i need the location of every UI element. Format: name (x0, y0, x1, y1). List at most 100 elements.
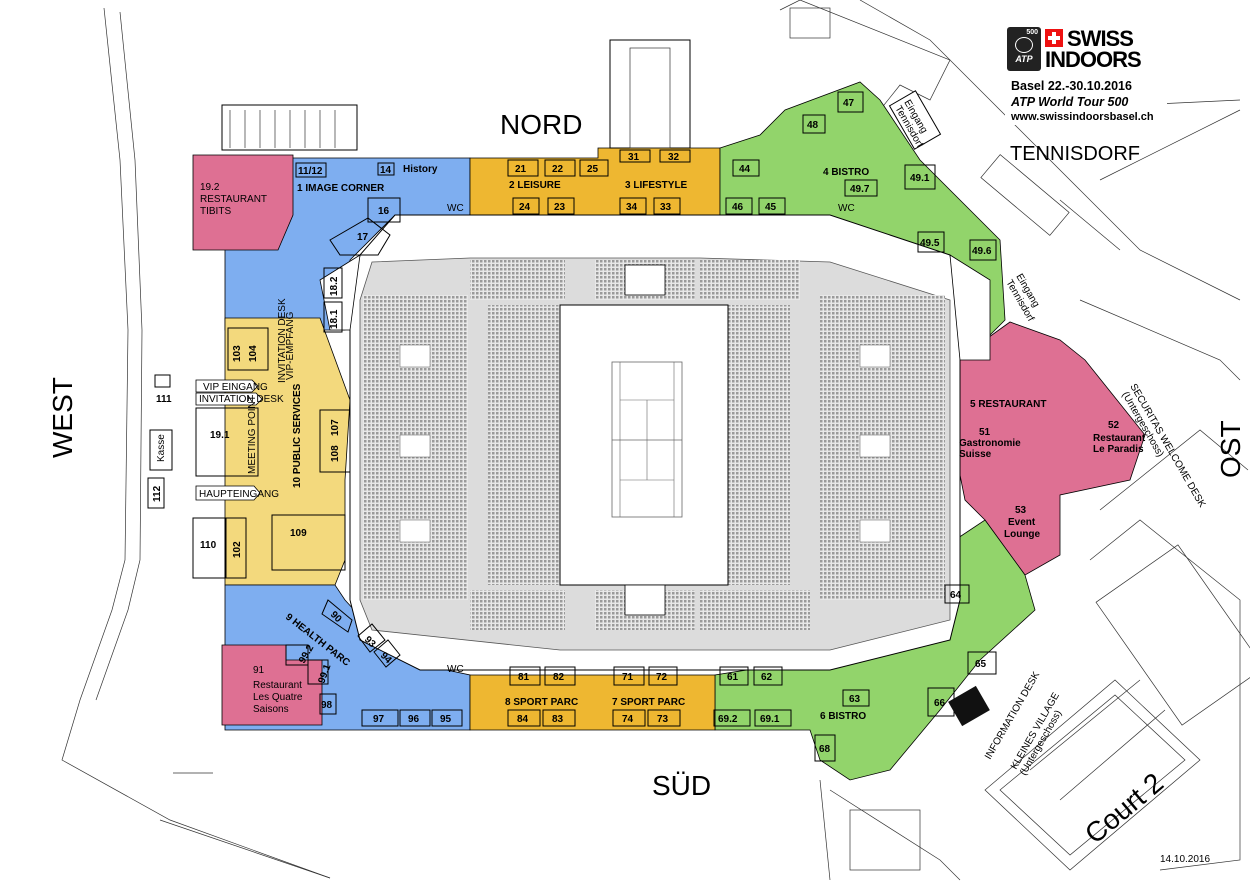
unit-23-label: 23 (554, 202, 566, 213)
unit-109[interactable] (271, 514, 346, 571)
zone-label-sport-parc-7: 7 SPORT PARC (612, 697, 685, 708)
unit-49-6[interactable] (969, 239, 997, 261)
unit-25-label: 25 (587, 164, 599, 175)
unit-108-label: 108 (330, 445, 341, 462)
unit-74[interactable] (612, 709, 646, 727)
label-vip-empfang: VIP-EMPFANG (285, 311, 296, 380)
unit-83[interactable] (542, 709, 576, 727)
unit-49-5[interactable] (917, 231, 945, 253)
direction-west: WEST (47, 377, 78, 458)
unit-99-1[interactable] (307, 659, 329, 685)
unit-48[interactable] (802, 114, 826, 134)
unit-110[interactable] (192, 517, 226, 579)
unit-71[interactable] (613, 666, 645, 686)
unit-33[interactable] (653, 197, 681, 215)
event-dates: Basel 22.-30.10.2016 (1011, 79, 1132, 93)
unit-25[interactable] (579, 159, 609, 177)
unit-49-1-label: 49.1 (910, 173, 930, 184)
unit-46[interactable] (725, 197, 753, 215)
unit-61[interactable] (719, 666, 749, 686)
unit-96-label: 96 (408, 714, 420, 725)
unit-21-label: 21 (515, 164, 527, 175)
unit-84[interactable] (507, 709, 541, 727)
unit-11-12[interactable] (295, 162, 327, 178)
unit-69-1[interactable] (754, 709, 792, 727)
label-event-lounge-1: Event (1008, 517, 1036, 528)
unit-73[interactable] (647, 709, 681, 727)
main-entrance-sign (195, 485, 261, 501)
unit-18-1[interactable] (323, 301, 343, 333)
north-west-stairs (221, 104, 358, 151)
label-haupteingang: HAUPTEINGANG (199, 489, 279, 500)
unit-33-label: 33 (660, 202, 672, 213)
label-invitation-desk: INVITATION DESK (199, 394, 284, 405)
unit-84-label: 84 (517, 714, 529, 725)
unit-82[interactable] (544, 666, 576, 686)
unit-49-6-label: 49.6 (972, 246, 992, 257)
unit-69-2-label: 69.2 (718, 714, 738, 725)
unit-34[interactable] (619, 197, 647, 215)
label-gastronomie: Gastronomie (959, 438, 1021, 449)
unit-22[interactable] (544, 159, 576, 177)
event-url[interactable]: www.swissindoorsbasel.ch (1011, 111, 1154, 123)
unit-96[interactable] (399, 709, 431, 727)
unit-32-label: 32 (668, 152, 680, 163)
unit-44[interactable] (732, 159, 760, 177)
unit-49-1[interactable] (904, 164, 936, 190)
unit-95-label: 95 (440, 714, 452, 725)
unit-17[interactable] (329, 217, 391, 256)
unit-72[interactable] (648, 666, 678, 686)
label-history: History (403, 164, 438, 175)
unit-64-label: 64 (950, 590, 962, 601)
unit-18-1-label: 18.1 (329, 309, 340, 329)
arena-bowl (319, 214, 991, 671)
zone-label-bistro-north: 4 BISTRO (823, 167, 869, 178)
unit-68[interactable] (814, 734, 836, 762)
unit-31[interactable] (619, 149, 651, 163)
unit-18-2-label: 18.2 (329, 276, 340, 296)
unit-63[interactable] (842, 689, 870, 707)
unit-103-104[interactable] (227, 327, 269, 371)
atp-logo: 500 ATP (1007, 27, 1041, 71)
zone-label-lifestyle: 3 LIFESTYLE (625, 180, 688, 191)
unit-24[interactable] (512, 197, 540, 215)
unit-97[interactable] (361, 709, 399, 727)
information-desk-block (948, 685, 990, 727)
unit-16[interactable] (367, 197, 401, 223)
unit-81[interactable] (509, 666, 541, 686)
label-tennisdorf: TENNISDORF (1010, 143, 1140, 165)
north-tower (609, 39, 691, 149)
unit-45[interactable] (758, 197, 786, 215)
label-91: 91 (253, 665, 265, 676)
unit-102[interactable] (225, 517, 247, 579)
label-19-1: 19.1 (210, 430, 230, 441)
unit-32[interactable] (659, 149, 691, 163)
unit-90[interactable] (321, 599, 353, 633)
unit-95[interactable] (431, 709, 463, 727)
zone-restaurant-east (954, 321, 1146, 576)
label-51: 51 (979, 427, 991, 438)
unit-103-label: 103 (232, 345, 243, 362)
label-meeting-point: MEETING POINT (247, 395, 258, 474)
unit-21[interactable] (507, 159, 539, 177)
unit-47[interactable] (837, 91, 864, 113)
unit-93[interactable] (357, 623, 386, 653)
unit-49-7[interactable] (844, 179, 878, 197)
unit-23[interactable] (547, 197, 575, 215)
unit-64[interactable] (944, 584, 970, 604)
unit-99-2[interactable] (285, 644, 309, 666)
unit-108-107[interactable] (319, 409, 351, 473)
unit-62[interactable] (753, 666, 783, 686)
unit-24-label: 24 (519, 202, 531, 213)
unit-94[interactable] (373, 639, 401, 668)
unit-18-2[interactable] (323, 267, 343, 299)
unit-98[interactable] (319, 693, 337, 715)
unit-65[interactable] (967, 651, 997, 675)
unit-69-2[interactable] (713, 709, 751, 727)
unit-14[interactable] (377, 162, 395, 176)
zone-label-public-services: 10 PUBLIC SERVICES (292, 383, 303, 488)
label-quatre-saisons-1: Restaurant (253, 680, 302, 691)
zone-label-leisure: 2 LEISURE (509, 180, 561, 191)
event-tour: ATP World Tour 500 (1011, 95, 1129, 109)
